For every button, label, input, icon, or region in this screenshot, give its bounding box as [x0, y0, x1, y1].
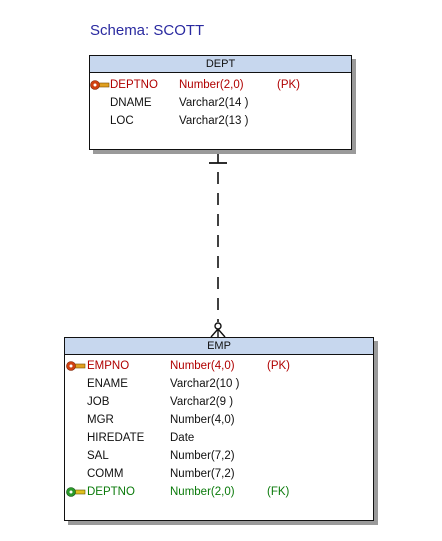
key-label: (PK) — [277, 79, 300, 91]
column-type: Varchar2(14 ) — [179, 97, 249, 109]
column-type: Number(7,2) — [170, 468, 235, 480]
emp-column-row[interactable]: JOB Varchar2(9 ) — [65, 393, 373, 411]
column-name: DEPTNO — [87, 486, 135, 498]
column-name: DNAME — [110, 97, 152, 109]
primary-key-icon — [90, 80, 110, 90]
emp-table[interactable]: EMP EMPNO Number(4,0) (PK) ENAME Varchar… — [64, 337, 374, 521]
dept-table-header: DEPT — [90, 56, 351, 73]
emp-column-row[interactable]: SAL Number(7,2) — [65, 447, 373, 465]
column-name: HIREDATE — [87, 432, 145, 444]
primary-key-icon — [66, 361, 86, 371]
column-type: Varchar2(9 ) — [170, 396, 234, 408]
dept-column-row[interactable]: DEPTNO Number(2,0) (PK) — [90, 76, 351, 94]
key-label: (FK) — [267, 486, 290, 498]
emp-column-row[interactable]: EMPNO Number(4,0) (PK) — [65, 357, 373, 375]
zero-cardinality-mark — [214, 322, 222, 330]
column-name: ENAME — [87, 378, 128, 390]
column-name: JOB — [87, 396, 110, 408]
column-type: Varchar2(13 ) — [179, 115, 249, 127]
column-name: EMPNO — [87, 360, 130, 372]
column-type: Number(2,0) — [170, 486, 235, 498]
key-label: (PK) — [267, 360, 290, 372]
dept-column-row[interactable]: LOC Varchar2(13 ) — [90, 112, 351, 130]
schema-title: Schema: SCOTT — [90, 22, 205, 39]
column-type: Date — [170, 432, 195, 444]
column-name: SAL — [87, 450, 109, 462]
emp-column-row[interactable]: MGR Number(4,0) — [65, 411, 373, 429]
column-type: Number(4,0) — [170, 360, 235, 372]
dept-table[interactable]: DEPT DEPTNO Number(2,0) (PK) DNAME Varch… — [89, 55, 352, 150]
emp-table-header: EMP — [65, 338, 373, 355]
emp-column-row[interactable]: ENAME Varchar2(10 ) — [65, 375, 373, 393]
emp-column-row[interactable]: DEPTNO Number(2,0) (FK) — [65, 483, 373, 501]
column-name: MGR — [87, 414, 114, 426]
column-name: COMM — [87, 468, 124, 480]
many-cardinality-mark — [210, 328, 226, 338]
column-name: DEPTNO — [110, 79, 158, 91]
column-type: Number(7,2) — [170, 450, 235, 462]
emp-column-row[interactable]: COMM Number(7,2) — [65, 465, 373, 483]
dept-column-row[interactable]: DNAME Varchar2(14 ) — [90, 94, 351, 112]
column-type: Number(4,0) — [170, 414, 235, 426]
column-type: Number(2,0) — [179, 79, 244, 91]
foreign-key-icon — [66, 487, 86, 497]
column-name: LOC — [110, 115, 134, 127]
emp-column-row[interactable]: HIREDATE Date — [65, 429, 373, 447]
column-type: Varchar2(10 ) — [170, 378, 240, 390]
